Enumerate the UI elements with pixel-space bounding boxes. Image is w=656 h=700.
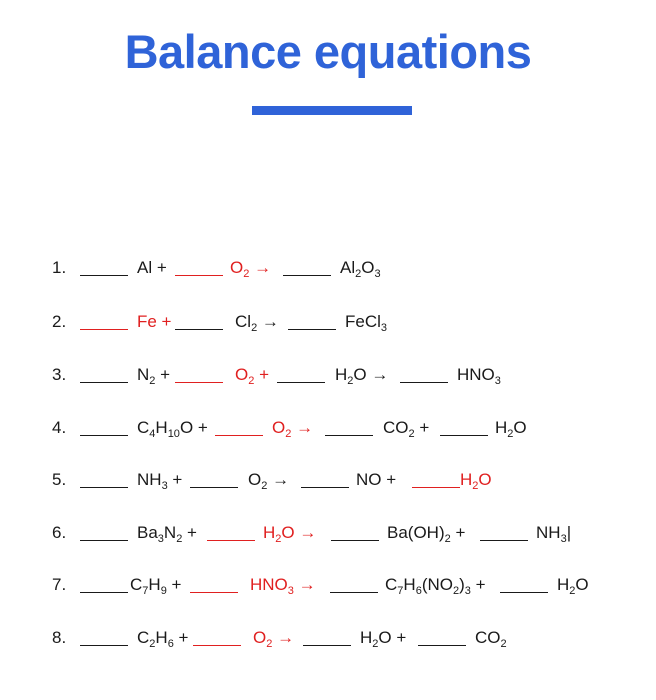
reactant-term: O2 → — [253, 628, 295, 650]
coefficient-blank[interactable] — [80, 275, 128, 276]
coefficient-blank[interactable] — [480, 540, 528, 541]
reactant-term: C4H10O + — [137, 418, 208, 440]
product-term: Ba(OH)2 + — [387, 523, 466, 545]
coefficient-blank[interactable] — [207, 540, 255, 541]
reactant-term: O2 → — [230, 258, 272, 280]
coefficient-blank[interactable] — [331, 540, 379, 541]
reactant-term: C7H9 + — [130, 575, 182, 597]
reactant-term: C2H6 + — [137, 628, 189, 650]
coefficient-blank[interactable] — [175, 275, 223, 276]
product-term: NH3| — [536, 523, 572, 545]
coefficient-blank[interactable] — [80, 435, 128, 436]
product-term: CO2 — [475, 628, 507, 650]
coefficient-blank[interactable] — [80, 592, 128, 593]
coefficient-blank[interactable] — [80, 382, 128, 383]
coefficient-blank[interactable] — [288, 329, 336, 330]
coefficient-blank[interactable] — [301, 487, 349, 488]
coefficient-blank[interactable] — [80, 645, 128, 646]
equation-row-7: 7. C7H9 + HNO3 → C7H6(NO2)3 + H2O — [0, 571, 656, 599]
equation-row-3: 3. N2 + O2 + H2O → HNO3 — [0, 361, 656, 389]
coefficient-blank[interactable] — [400, 382, 448, 383]
product-term: Al2O3 — [340, 258, 381, 280]
equation-number: 7. — [52, 575, 67, 594]
reactant-term: H2O → — [263, 523, 317, 545]
title-underline-bar — [252, 106, 412, 115]
reactant-term: Al + — [137, 258, 167, 277]
product-term: CO2 + — [383, 418, 430, 440]
reactant-term: Cl2 → — [235, 312, 279, 334]
coefficient-blank[interactable] — [277, 382, 325, 383]
product-term: NO + — [356, 470, 397, 489]
equation-row-2: 2. Fe + Cl2 → FeCl3 — [0, 308, 656, 336]
coefficient-blank[interactable] — [500, 592, 548, 593]
coefficient-blank[interactable] — [193, 645, 241, 646]
coefficient-blank[interactable] — [303, 645, 351, 646]
product-term: H2O + — [360, 628, 407, 650]
coefficient-blank[interactable] — [175, 382, 223, 383]
reactant-term: O2 + — [235, 365, 270, 387]
equation-row-8: 8. C2H6 + O2 → H2O + CO2 — [0, 624, 656, 652]
equation-number: 2. — [52, 312, 67, 331]
coefficient-blank[interactable] — [80, 487, 128, 488]
equation-number: 4. — [52, 418, 67, 437]
coefficient-blank[interactable] — [80, 540, 128, 541]
coefficient-blank[interactable] — [215, 435, 263, 436]
coefficient-blank[interactable] — [412, 487, 460, 488]
coefficient-blank[interactable] — [80, 329, 128, 330]
coefficient-blank[interactable] — [283, 275, 331, 276]
equation-number: 1. — [52, 258, 67, 277]
reactant-term: O2 → — [272, 418, 314, 440]
coefficient-blank[interactable] — [190, 592, 238, 593]
equation-number: 6. — [52, 523, 67, 542]
equation-row-6: 6. Ba3N2 + H2O → Ba(OH)2 + NH3| — [0, 519, 656, 547]
reactant-term: O2 → — [248, 470, 290, 492]
coefficient-blank[interactable] — [190, 487, 238, 488]
page-title: Balance equations — [124, 25, 532, 78]
equation-number: 3. — [52, 365, 67, 384]
product-term: C7H6(NO2)3 + — [385, 575, 486, 597]
coefficient-blank[interactable] — [440, 435, 488, 436]
equation-row-1: 1. Al + O2 → Al2O3 — [0, 254, 656, 282]
product-term: H2O — [557, 575, 589, 597]
coefficient-blank[interactable] — [325, 435, 373, 436]
reactant-term: H2O → — [335, 365, 389, 387]
equation-number: 8. — [52, 628, 67, 647]
reactant-term: Ba3N2 + — [137, 523, 197, 545]
reactant-term: HNO3 → — [250, 575, 316, 597]
reactant-term: NH3 + — [137, 470, 183, 492]
product-term: H2O — [495, 418, 527, 440]
coefficient-blank[interactable] — [418, 645, 466, 646]
coefficient-blank[interactable] — [330, 592, 378, 593]
equation-number: 5. — [52, 470, 67, 489]
reactant-term: Fe + — [137, 312, 172, 331]
product-term: H2O — [460, 470, 492, 492]
product-term: HNO3 — [457, 365, 501, 387]
reactant-term: N2 + — [137, 365, 171, 387]
coefficient-blank[interactable] — [175, 329, 223, 330]
product-term: FeCl3 — [345, 312, 388, 334]
equation-row-4: 4. C4H10O + O2 → CO2 + H2O — [0, 414, 656, 442]
equation-row-5: 5. NH3 + O2 → NO + H2O — [0, 466, 656, 494]
